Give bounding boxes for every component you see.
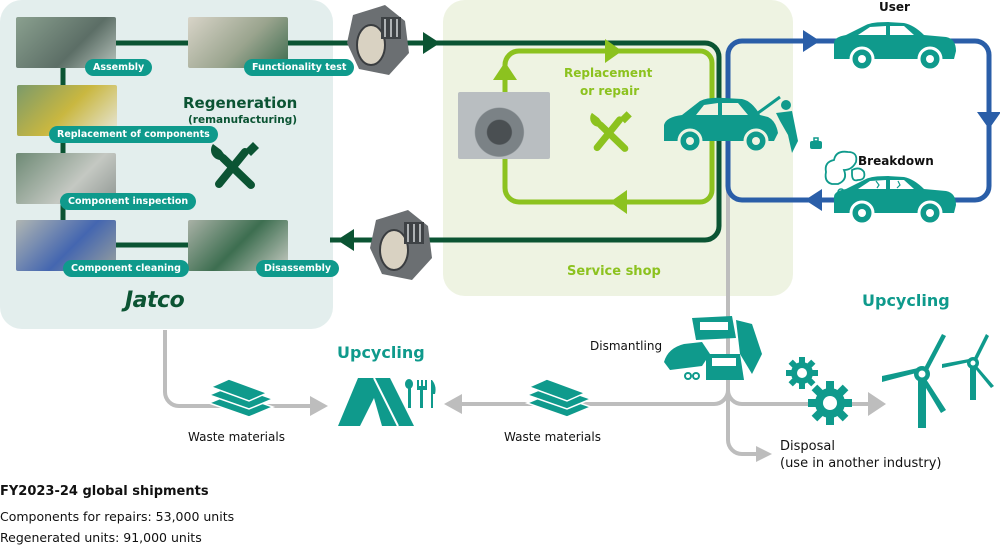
upcycling-right-label: Upcycling (862, 291, 950, 310)
dark-green-out-line (285, 40, 722, 243)
light-green-arrow-up (493, 62, 517, 80)
gears-icon (786, 357, 852, 425)
blue-arrow-left (805, 189, 822, 211)
regeneration-subtitle: (remanufacturing) (188, 114, 298, 126)
waste-materials-icon-left (206, 378, 276, 418)
gray-arrow-to-upcycling-right (444, 394, 462, 414)
disposal-label-line2: (use in another industry) (780, 456, 942, 471)
cutlery-icon (405, 379, 436, 408)
blue-arrow-down (977, 112, 1000, 129)
gray-line-to-gears (726, 389, 870, 406)
blue-arrow-right (803, 30, 820, 52)
shipments-title: FY2023-24 global shipments (0, 484, 209, 499)
waste-materials-label-right: Waste materials (504, 430, 601, 444)
gray-vertical-line (726, 60, 758, 456)
photo-repair-work (458, 92, 550, 159)
wrench-screwdriver-icon (211, 142, 259, 189)
camping-tent-icon (338, 377, 414, 427)
light-green-arrow-left (610, 190, 627, 214)
jatco-logo: Jatco (125, 288, 185, 313)
step-label-replacement: Replacement of components (49, 126, 218, 143)
waste-materials-label-left: Waste materials (188, 430, 285, 444)
broken-car-icon (834, 176, 956, 226)
user-label: User (879, 0, 910, 14)
gray-arrow-to-windmills (868, 392, 886, 416)
gray-waste-line-left (163, 330, 312, 408)
transmission-unit-icon-top (347, 5, 409, 75)
regeneration-title: Regeneration (183, 94, 298, 112)
dark-green-arrow-left (337, 229, 354, 251)
disposal-arrow (756, 446, 772, 462)
service-shop-label: Service shop (567, 264, 661, 279)
waste-materials-icon-right (524, 378, 594, 418)
car-repair-icon (664, 95, 798, 154)
transmission-unit-icon-bottom (370, 210, 432, 280)
dismantled-cars-icon (664, 316, 762, 380)
repair-label-line2: or repair (580, 84, 640, 98)
blue-user-loop (725, 38, 992, 203)
toolbox-icon (810, 137, 822, 149)
repair-tools-icon (590, 111, 632, 152)
step-label-cleaning: Component cleaning (63, 260, 189, 277)
light-green-arrow-right (605, 39, 622, 63)
step-label-assembly: Assembly (85, 59, 153, 76)
dark-green-arrow-right (423, 32, 440, 54)
step-label-disassembly: Disassembly (256, 260, 340, 277)
user-car-icon (834, 22, 956, 72)
repair-label-line1: Replacement (564, 66, 653, 80)
step-label-inspection: Component inspection (60, 193, 197, 210)
shipments-components: Components for repairs: 53,000 units (0, 509, 235, 524)
shipments-regenerated: Regenerated units: 91,000 units (0, 530, 202, 545)
step-label-functionality-test: Functionality test (244, 59, 355, 76)
wind-turbines-icon (882, 334, 994, 428)
breakdown-label: Breakdown (858, 154, 934, 168)
upcycling-center-label: Upcycling (337, 343, 425, 362)
disposal-label-line1: Disposal (780, 439, 835, 454)
dismantling-label: Dismantling (590, 339, 663, 353)
gray-arrow-to-upcycling-left (310, 396, 328, 416)
